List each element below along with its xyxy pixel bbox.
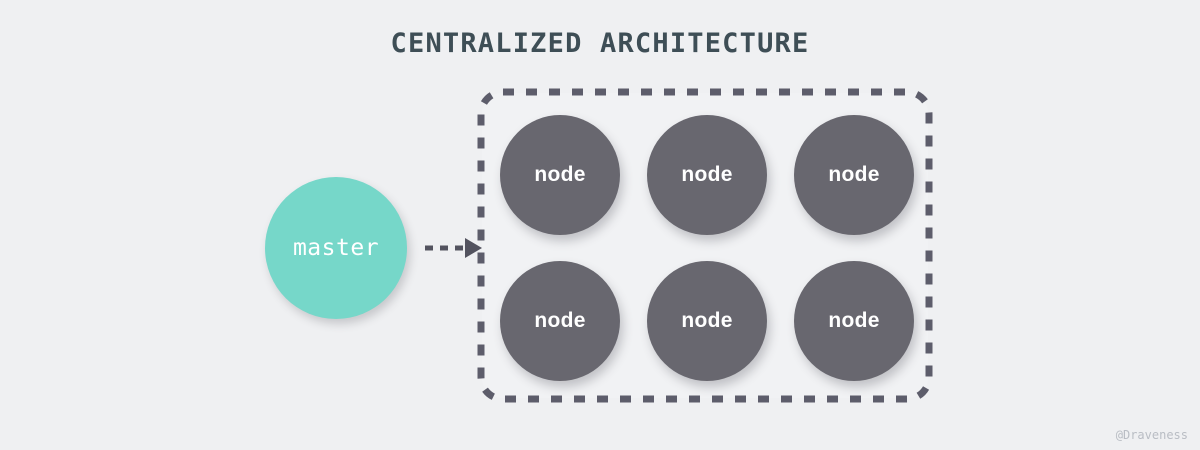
cluster-node-label: node xyxy=(828,163,880,186)
cluster-node[interactable]: node xyxy=(647,261,767,381)
cluster-node[interactable]: node xyxy=(500,261,620,381)
cluster-node-label: node xyxy=(681,163,733,186)
node-grid: node node node node node node xyxy=(477,88,933,403)
cluster-node-label: node xyxy=(534,309,586,332)
arrow-head xyxy=(465,238,482,258)
master-label: master xyxy=(292,235,380,261)
cluster-group: node node node node node node xyxy=(477,88,933,403)
page-title: CENTRALIZED ARCHITECTURE xyxy=(390,28,810,59)
arrow-icon xyxy=(425,238,482,258)
cluster-node[interactable]: node xyxy=(794,261,914,381)
cluster-node[interactable]: node xyxy=(794,115,914,235)
cluster-node-label: node xyxy=(534,163,586,186)
cluster-node[interactable]: node xyxy=(500,115,620,235)
watermark: @Draveness xyxy=(1115,428,1188,442)
cluster-node[interactable]: node xyxy=(647,115,767,235)
cluster-node-label: node xyxy=(681,309,733,332)
cluster-node-label: node xyxy=(828,309,880,332)
master-circle[interactable]: master xyxy=(265,177,407,319)
